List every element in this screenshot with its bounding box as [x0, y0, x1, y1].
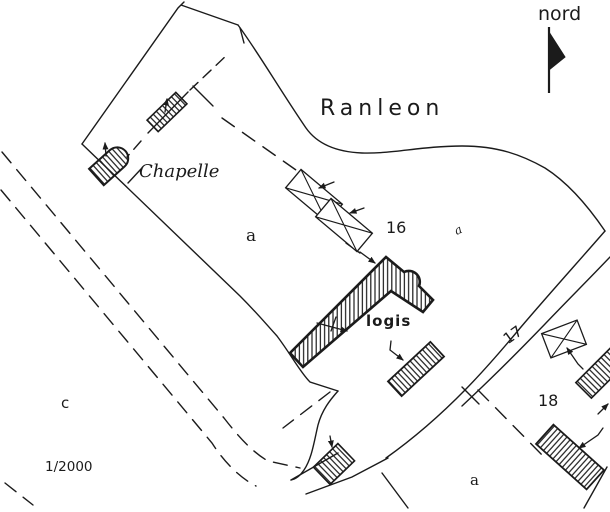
outbuilding-court [386, 340, 446, 398]
courtyard-west-edge [290, 390, 339, 481]
place-name-label: Ranleon [320, 96, 444, 121]
bottom-right-corner-line [583, 466, 608, 509]
ruins-alignment-dashed [221, 117, 297, 171]
buildings [87, 91, 610, 491]
inner-boundary-cross-tick [192, 85, 214, 107]
logis-label: logis [366, 312, 411, 330]
outbuilding-north [145, 91, 189, 133]
logis-building [288, 255, 435, 369]
boundary-lines [81, 1, 610, 509]
outbuilding-east-edge [574, 344, 610, 400]
east-edge-arrow-icon [597, 403, 609, 415]
track-northeast-dashed [1, 151, 301, 469]
outbuilding-south-arrow-icon [327, 435, 334, 448]
parcel-16-label: 16 [386, 218, 406, 237]
logis-arrow-tick [330, 316, 337, 332]
survey-arrows [102, 98, 609, 449]
parcel-a-south-line [381, 472, 409, 509]
boundary-corner-tick [239, 27, 245, 44]
outbuilding-court-arrow-icon [389, 340, 404, 361]
parcel-18-label: 18 [538, 391, 558, 410]
outbuilding-southeast [534, 423, 606, 491]
parcel-a-south-label: a [470, 471, 479, 489]
outbuilding-north-arrow-icon [163, 98, 169, 113]
ruin1-arrow-icon [318, 181, 335, 189]
parcel-a-18-dashed [477, 389, 549, 462]
chapelle-arrow-icon [102, 142, 109, 157]
chapelle-building [87, 146, 130, 187]
enclosure-wall-southwest [81, 143, 339, 392]
road17-branch-tick [461, 386, 480, 405]
inner-boundary-lower-dashed [126, 140, 142, 158]
road17-northeast-line [385, 230, 606, 459]
north-label: nord [538, 3, 581, 25]
enclosure-wall-northwest [81, 1, 239, 145]
north-arrow-icon [547, 27, 566, 93]
junction-dashed [282, 391, 331, 429]
parcel-a-main-label: a [246, 226, 256, 246]
southeast-arrow-icon [578, 427, 604, 449]
ruin-building-18 [540, 319, 588, 359]
parcel-c-label: c [61, 394, 69, 412]
track-southwest-dashed [0, 189, 257, 487]
ruin2-arrow-icon [349, 207, 365, 214]
dashed-lines [0, 53, 549, 506]
scale-label: 1/2000 [45, 459, 93, 475]
ruins-to-logis-arrow-icon [359, 251, 376, 264]
ruin18-arrow-icon [566, 347, 584, 370]
chapelle-label: Chapelle [139, 161, 219, 182]
parcel-a-small-label: a [452, 222, 464, 238]
road17-southwest-line [461, 256, 610, 407]
ruin-building-2 [314, 197, 374, 253]
ranleon-boundary-curve [237, 24, 606, 232]
track-stub-dashed [4, 482, 34, 506]
outbuilding-south [312, 442, 356, 486]
inner-boundary-upper-dashed [189, 53, 229, 91]
chapelle-pointer-line [127, 168, 142, 184]
